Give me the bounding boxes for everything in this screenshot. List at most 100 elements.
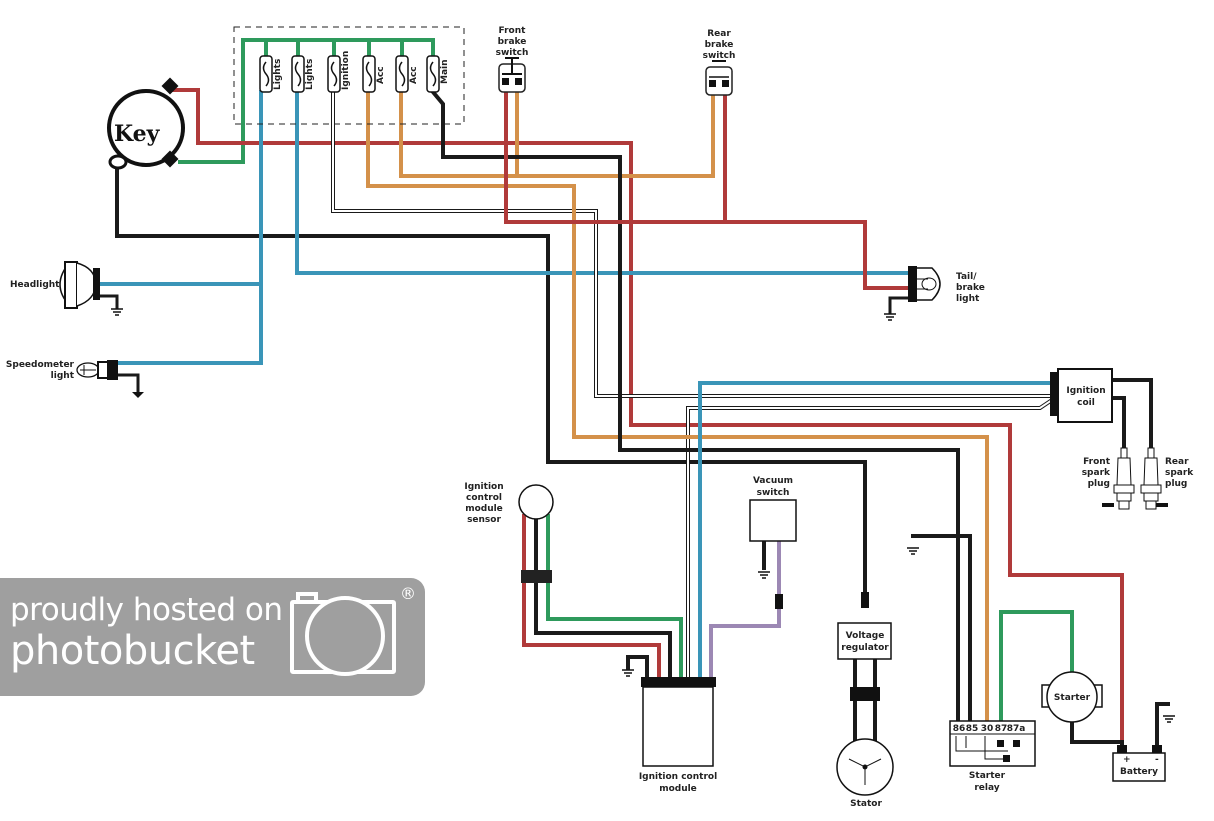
wire-black-icm-ground	[626, 655, 649, 684]
wire-black-regulator-stator	[853, 657, 877, 747]
icm-label-1: Ignition control	[639, 772, 717, 782]
ground-battery	[1163, 715, 1175, 723]
relay-pin-label: 87	[995, 724, 1008, 734]
ground-tail	[884, 313, 896, 321]
wire-blue-lights-1	[94, 90, 263, 365]
front-brake-label-1: Front	[499, 26, 527, 36]
wire-black-relay-ground	[911, 534, 972, 722]
wire-orange-acc-2	[399, 90, 715, 178]
icm-label-2: module	[659, 784, 697, 794]
camera-icon-bump	[296, 592, 318, 602]
starter-motor: Starter	[1041, 671, 1103, 723]
fuse-label: Lights	[305, 59, 315, 90]
fuse: Acc	[395, 55, 419, 93]
rear-brake-label-2: brake	[705, 40, 734, 50]
wires	[94, 38, 1170, 754]
stator: Stator	[836, 738, 894, 809]
wire-white-ignition-core	[332, 91, 1051, 397]
vacuum-label-1: Vacuum	[753, 476, 793, 486]
fuse: Ignition	[327, 51, 351, 93]
relay-label-1: Starter	[969, 771, 1006, 781]
wire-white-ignition	[331, 90, 1052, 398]
relay-pin-label: 87a	[1007, 724, 1026, 734]
front-brake-label-2: brake	[498, 37, 527, 47]
front-brake-label-3: switch	[496, 48, 529, 58]
fuse: Lights	[259, 55, 283, 93]
wire-black-tail-ground	[888, 296, 912, 314]
wire-black-starter-battery	[1070, 718, 1124, 754]
wire-red-key	[170, 88, 1124, 754]
ground-vacuum	[758, 571, 770, 579]
wire-blue-coil	[698, 381, 1054, 684]
wire-black-main	[430, 89, 960, 722]
wire-black-coil-front	[1110, 396, 1126, 460]
rear-plug-label-2: spark	[1165, 468, 1194, 478]
headlight-label: Headlight	[10, 280, 60, 290]
wire-blue-lights-2	[295, 90, 912, 275]
ground-headlight	[111, 308, 123, 316]
fuse: Lights	[291, 55, 315, 93]
sensor-label-1: Ignition	[464, 482, 503, 492]
wire-green-sensor	[546, 514, 683, 684]
battery-minus: -	[1155, 755, 1159, 765]
ignition-coil: Ignition coil	[1050, 368, 1113, 423]
battery-label: Battery	[1120, 767, 1158, 777]
tail-label-1: Tail/	[956, 272, 977, 282]
ground-icm	[622, 669, 634, 677]
wire-black-battery-ground	[1155, 702, 1170, 754]
wire-white-ignition-b-core	[687, 398, 1054, 683]
fuse-label: Main	[440, 59, 450, 84]
photobucket-watermark: proudly hosted on photobucket ®	[0, 578, 425, 696]
fuse-label: Lights	[273, 59, 283, 90]
wire-purple-vacuum	[709, 538, 781, 684]
wire-black-headlight-ground	[94, 294, 119, 310]
fuse-label: Acc	[409, 66, 419, 84]
relay-pin-label: 86	[953, 724, 966, 734]
key-label: Key	[114, 121, 161, 147]
ground-relay	[907, 547, 919, 555]
speedo-label-2: light	[51, 371, 75, 381]
wire-black-coil-rear	[1110, 378, 1153, 460]
watermark-line-2: photobucket	[10, 628, 255, 674]
tail-label-3: light	[956, 294, 980, 304]
rear-plug-label-3: plug	[1165, 479, 1187, 489]
wire-green-relay-starter	[999, 610, 1074, 722]
front-plug-label-2: spark	[1082, 468, 1111, 478]
battery: + - Battery	[1112, 745, 1166, 782]
key-switch: Key	[107, 77, 185, 170]
fuse: Main	[426, 55, 450, 93]
watermark-line-1: proudly hosted on	[10, 592, 283, 628]
regulator-label-1: Voltage	[846, 631, 885, 641]
wire-green-fuse-bus	[241, 38, 435, 164]
sensor-label-3: module	[465, 504, 503, 514]
vacuum-label-2: switch	[757, 488, 790, 498]
ignition-control-module: Ignition control module	[639, 677, 717, 794]
coil-label-2: coil	[1077, 398, 1095, 408]
coil-label-1: Ignition	[1066, 386, 1105, 396]
relay-pin-label: 85	[966, 724, 979, 734]
rear-brake-label-3: switch	[703, 51, 736, 61]
speedo-label-1: Speedometer	[6, 360, 75, 370]
front-plug-label-1: Front	[1083, 457, 1111, 467]
sensor-label-4: sensor	[467, 515, 501, 525]
front-plug-label-3: plug	[1088, 479, 1110, 489]
starter-label: Starter	[1054, 693, 1091, 703]
wire-black-speedo-ground	[116, 373, 140, 394]
battery-plus: +	[1123, 755, 1131, 765]
